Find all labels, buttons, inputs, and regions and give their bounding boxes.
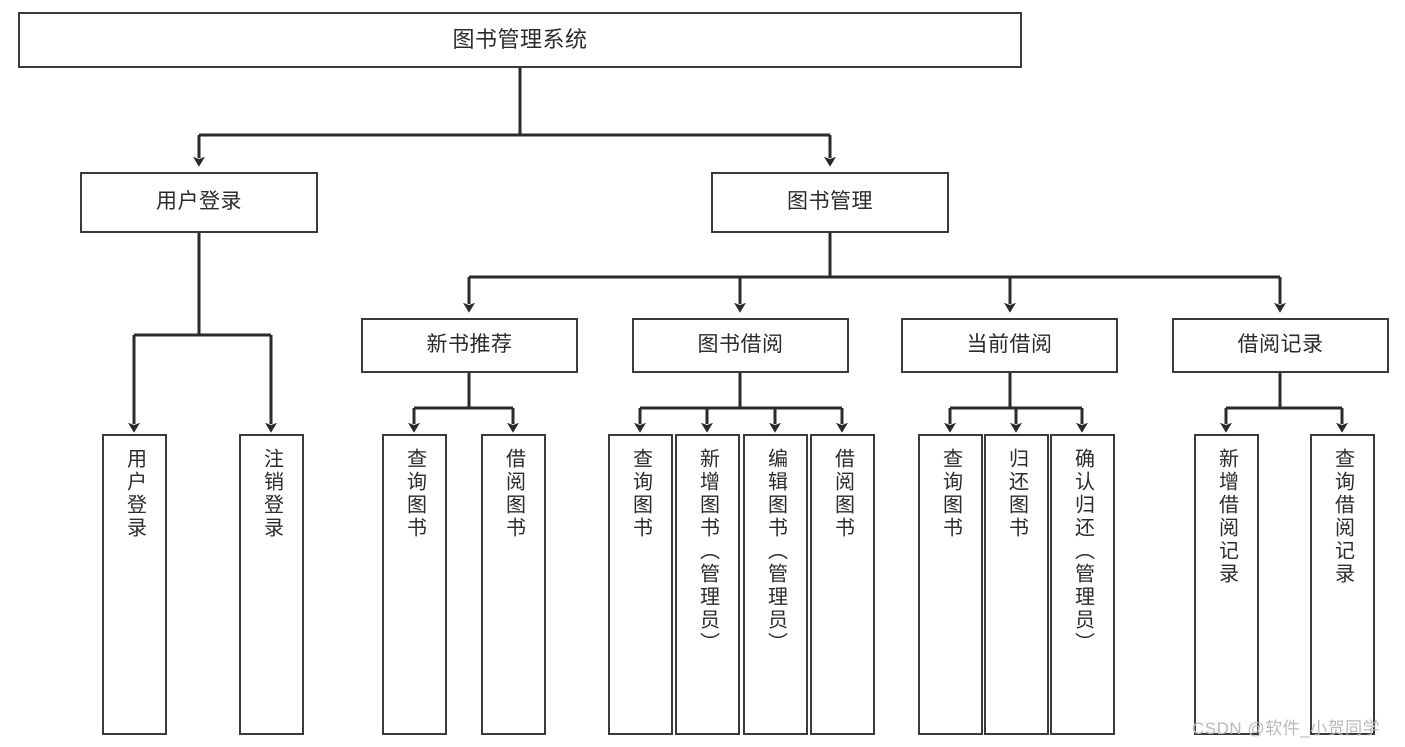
node-label: 图书管理 [787, 190, 873, 214]
node-label: 注销登录 [260, 448, 283, 540]
node-label: 查询图书 [403, 448, 426, 540]
node-current-borrow[interactable]: 当前借阅 [901, 318, 1118, 373]
node-label: 归还图书 [1005, 448, 1028, 540]
node-label: 当前借阅 [966, 333, 1053, 357]
node-label: 编辑图书（管理员） [764, 448, 787, 655]
node-label: 借阅记录 [1237, 333, 1324, 357]
leaf-query-book-current[interactable]: 查询图书 [918, 434, 983, 735]
node-label: 新增图书（管理员） [696, 448, 719, 655]
leaf-query-book-borrow[interactable]: 查询图书 [608, 434, 673, 735]
node-new-book-recommend[interactable]: 新书推荐 [361, 318, 578, 373]
node-book-management[interactable]: 图书管理 [711, 172, 949, 233]
node-label: 查询借阅记录 [1331, 448, 1354, 586]
node-label: 借阅图书 [831, 448, 854, 540]
leaf-borrow-book-recommend[interactable]: 借阅图书 [481, 434, 546, 735]
node-borrow-record[interactable]: 借阅记录 [1172, 318, 1389, 373]
leaf-query-borrow-record[interactable]: 查询借阅记录 [1310, 434, 1375, 735]
leaf-add-borrow-record[interactable]: 新增借阅记录 [1194, 434, 1259, 735]
node-book-borrow[interactable]: 图书借阅 [632, 318, 849, 373]
node-label: 用户登录 [123, 448, 146, 540]
node-label: 新增借阅记录 [1215, 448, 1238, 586]
node-label: 图书管理系统 [452, 27, 588, 53]
leaf-add-book-admin[interactable]: 新增图书（管理员） [675, 434, 740, 735]
leaf-user-login[interactable]: 用户登录 [102, 434, 167, 735]
node-user-login[interactable]: 用户登录 [80, 172, 318, 233]
node-label: 查询图书 [629, 448, 652, 540]
node-label: 新书推荐 [426, 333, 513, 357]
leaf-edit-book-admin[interactable]: 编辑图书（管理员） [743, 434, 808, 735]
leaf-confirm-return-admin[interactable]: 确认归还（管理员） [1050, 434, 1115, 735]
node-label: 借阅图书 [502, 448, 525, 540]
node-label: 确认归还（管理员） [1071, 448, 1094, 655]
leaf-return-book[interactable]: 归还图书 [984, 434, 1049, 735]
node-label: 查询图书 [939, 448, 962, 540]
node-root-book-management-system[interactable]: 图书管理系统 [18, 12, 1022, 68]
leaf-borrow-book[interactable]: 借阅图书 [810, 434, 875, 735]
node-label: 用户登录 [156, 190, 242, 214]
leaf-query-book-recommend[interactable]: 查询图书 [382, 434, 447, 735]
node-label: 图书借阅 [697, 333, 784, 357]
csdn-watermark: CSDN @软件_小贺同学 [1192, 719, 1381, 738]
leaf-user-logout[interactable]: 注销登录 [239, 434, 304, 735]
